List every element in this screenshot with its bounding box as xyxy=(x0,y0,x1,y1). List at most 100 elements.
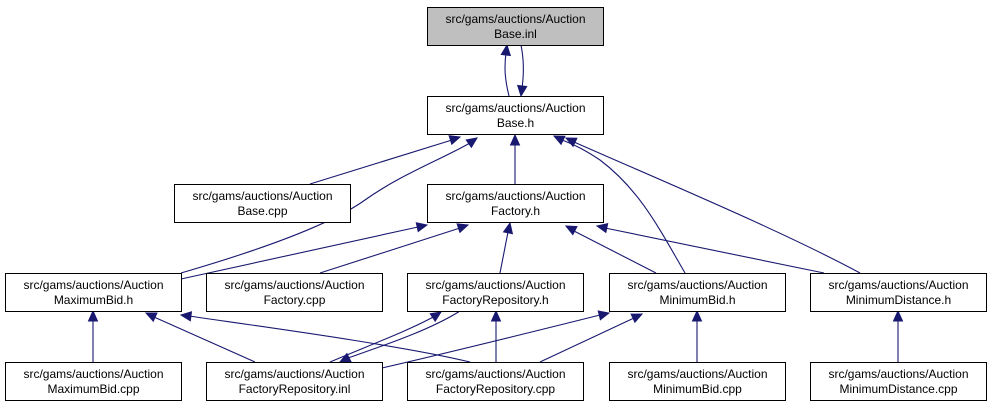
node-box xyxy=(609,273,786,312)
edge-line xyxy=(504,52,510,97)
edge-minimumbid_cpp-to-minimumbid_h xyxy=(691,309,703,362)
arrowhead xyxy=(429,311,443,323)
arrowhead xyxy=(448,135,462,146)
edge-minimumbid_h-to-auctionbase_h xyxy=(552,135,686,274)
node-minimumdistance-cpp[interactable]: src/gams/auctions/AuctionMinimumDistance… xyxy=(810,362,987,401)
node-label-line2: Base.h xyxy=(497,116,534,130)
node-box xyxy=(427,96,604,135)
edge-auctionbase_h-to-auctionbase_inl xyxy=(500,43,512,97)
node-factoryrepository-inl[interactable]: src/gams/auctions/AuctionFactoryReposito… xyxy=(206,362,383,401)
edge-auctionfactory_cpp-to-auctionfactory_h xyxy=(319,223,470,274)
node-box xyxy=(810,362,987,401)
node-label-line1: src/gams/auctions/Auction xyxy=(425,367,565,381)
edge-minimumbid_h-to-auctionfactory_h xyxy=(564,225,657,274)
node-box xyxy=(174,184,351,223)
edge-layer xyxy=(87,43,904,369)
node-factoryrepository-cpp[interactable]: src/gams/auctions/AuctionFactoryReposito… xyxy=(407,362,584,401)
node-minimumdistance-h[interactable]: src/gams/auctions/AuctionMinimumDistance… xyxy=(810,273,987,312)
node-label-line2: Factory.h xyxy=(491,204,540,218)
node-layer: src/gams/auctions/AuctionBase.inlsrc/gam… xyxy=(5,7,987,401)
edge-factoryrepository_cpp-to-minimumbid_h xyxy=(539,313,644,363)
edge-line xyxy=(347,310,461,359)
node-label-line1: src/gams/auctions/Auction xyxy=(224,278,364,292)
edge-line xyxy=(561,139,686,274)
node-label-line1: src/gams/auctions/Auction xyxy=(23,278,163,292)
edge-line xyxy=(180,226,419,280)
node-label-line1: src/gams/auctions/Auction xyxy=(828,278,968,292)
arrowhead xyxy=(338,352,352,363)
edge-minimumdistance_cpp-to-minimumdistance_h xyxy=(892,309,904,362)
node-label-line2: Base.inl xyxy=(494,27,537,41)
node-box xyxy=(407,362,584,401)
edge-auctionfactory_h-to-auctionbase_h xyxy=(509,133,521,184)
node-box xyxy=(206,273,383,312)
edge-factoryrepository_cpp-to-factoryrepository_h xyxy=(490,309,502,362)
edge-factoryrepository_cpp-to-maximumbid_h xyxy=(179,311,471,363)
edge-line xyxy=(188,315,471,363)
node-label-line2: FactoryRepository.h xyxy=(442,293,548,307)
node-label-line2: FactoryRepository.cpp xyxy=(436,382,555,396)
arrowhead xyxy=(691,309,703,322)
edge-factoryrepository_h-to-auctionfactory_h xyxy=(499,221,514,274)
edge-line xyxy=(319,227,461,274)
edge-line xyxy=(381,314,601,369)
node-label-line2: Base.cpp xyxy=(237,204,287,218)
arrowhead xyxy=(456,223,470,234)
edge-line xyxy=(309,139,453,185)
arrowhead xyxy=(87,309,99,322)
edge-auctionbase_cpp-to-auctionbase_h xyxy=(309,135,462,185)
arrowhead xyxy=(509,133,521,146)
node-label-line1: src/gams/auctions/Auction xyxy=(627,367,767,381)
node-box xyxy=(609,362,786,401)
node-label-line2: MinimumDistance.h xyxy=(846,293,951,307)
node-label-line1: src/gams/auctions/Auction xyxy=(627,278,767,292)
edge-line xyxy=(180,142,471,274)
arrowhead xyxy=(179,311,193,322)
node-box xyxy=(206,362,383,401)
node-label-line2: FactoryRepository.inl xyxy=(239,382,351,396)
edge-auctionbase_inl-to-auctionbase_h xyxy=(516,44,528,98)
edge-line xyxy=(573,141,861,274)
edge-factoryrepository_inl-to-minimumbid_h xyxy=(381,310,611,369)
arrowhead xyxy=(465,137,479,149)
arrowhead xyxy=(500,43,512,57)
edge-maximumbid_h-to-auctionbase_h xyxy=(180,137,479,274)
node-label-line1: src/gams/auctions/Auction xyxy=(192,189,332,203)
node-box xyxy=(810,273,987,312)
edge-line xyxy=(499,231,509,274)
edge-maximumbid_cpp-to-maximumbid_h xyxy=(87,309,99,362)
arrowhead xyxy=(630,313,644,324)
node-label-line1: src/gams/auctions/Auction xyxy=(828,367,968,381)
node-label-line1: src/gams/auctions/Auction xyxy=(425,278,565,292)
edge-minimumdistance_h-to-auctionbase_h xyxy=(564,137,861,274)
edge-line xyxy=(539,317,635,363)
node-factoryrepository-h[interactable]: src/gams/auctions/AuctionFactoryReposito… xyxy=(407,273,584,312)
node-label-line1: src/gams/auctions/Auction xyxy=(224,367,364,381)
node-label-line1: src/gams/auctions/Auction xyxy=(445,101,585,115)
node-label-line1: src/gams/auctions/Auction xyxy=(445,189,585,203)
edge-line xyxy=(520,44,524,89)
edge-line xyxy=(604,227,825,274)
arrowhead xyxy=(502,221,514,235)
node-label-line2: MinimumDistance.cpp xyxy=(839,382,957,396)
edge-line xyxy=(329,315,436,363)
arrowhead xyxy=(564,137,578,148)
arrowhead xyxy=(595,222,609,234)
arrowhead xyxy=(516,84,528,98)
arrowhead xyxy=(892,309,904,322)
node-label-line2: MaximumBid.cpp xyxy=(47,382,139,396)
node-box xyxy=(427,7,604,46)
node-box xyxy=(5,362,182,401)
node-label-line2: MinimumBid.cpp xyxy=(653,382,742,396)
node-label-line1: src/gams/auctions/Auction xyxy=(23,367,163,381)
